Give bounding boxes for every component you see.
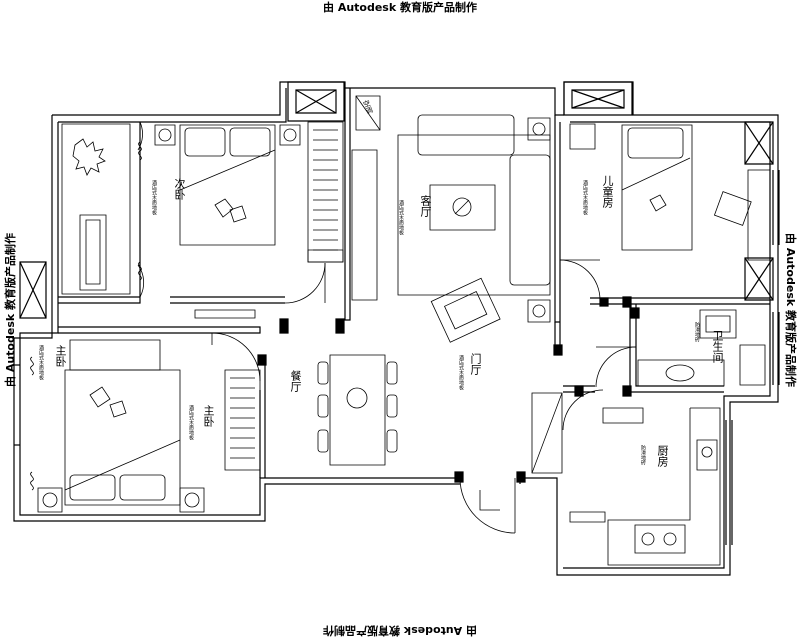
label-bathroom: 卫生间 [711,330,724,363]
note-floor-master-side: 酒店式木质地板 [38,345,44,380]
label-dining: 餐厅 [289,370,302,392]
interior-walls [58,88,770,482]
watermark-top: 由 Autodesk 教育版产品制作 [322,1,477,14]
note-floor-kitchen: 防滑地砖 [640,445,646,465]
note-floor-bedroom-top: 酒店式木质地板 [151,180,157,215]
watermark-bottom: 由 Autodesk 教育版产品制作 [323,624,478,637]
kitchen-fixtures [480,393,720,565]
note-floor-bathroom: 防滑地砖 [694,322,700,342]
label-hall: 门厅 [469,353,482,375]
bedroom-top-furniture [62,122,343,318]
bathroom-fixtures [638,310,765,386]
watermark-right: 由 Autodesk 教育版产品制作 [784,232,797,388]
label-master-main: 主卧 [202,405,215,427]
outer-wall [14,82,779,575]
label-master-side: 主卧 [54,345,67,367]
note-floor-master-main: 酒店式木质地板 [188,405,194,440]
doors [138,122,636,533]
label-kitchen: 厨房 [656,445,669,467]
living-furniture [352,96,550,342]
note-floor-child: 酒店式木质地板 [582,180,588,215]
child-room-furniture [570,124,770,260]
note-floor-hall: 酒店式木质地板 [458,355,464,390]
watermark-left: 由 Autodesk 教育版产品制作 [4,232,17,388]
dining-set [318,355,397,465]
label-living: 客厅 [419,195,432,217]
master-furniture [31,340,260,512]
label-bedroom-top: 次卧 [173,178,186,200]
note-floor-living: 酒店式木质地板 [398,200,404,235]
label-child: 儿童房 [601,175,614,208]
